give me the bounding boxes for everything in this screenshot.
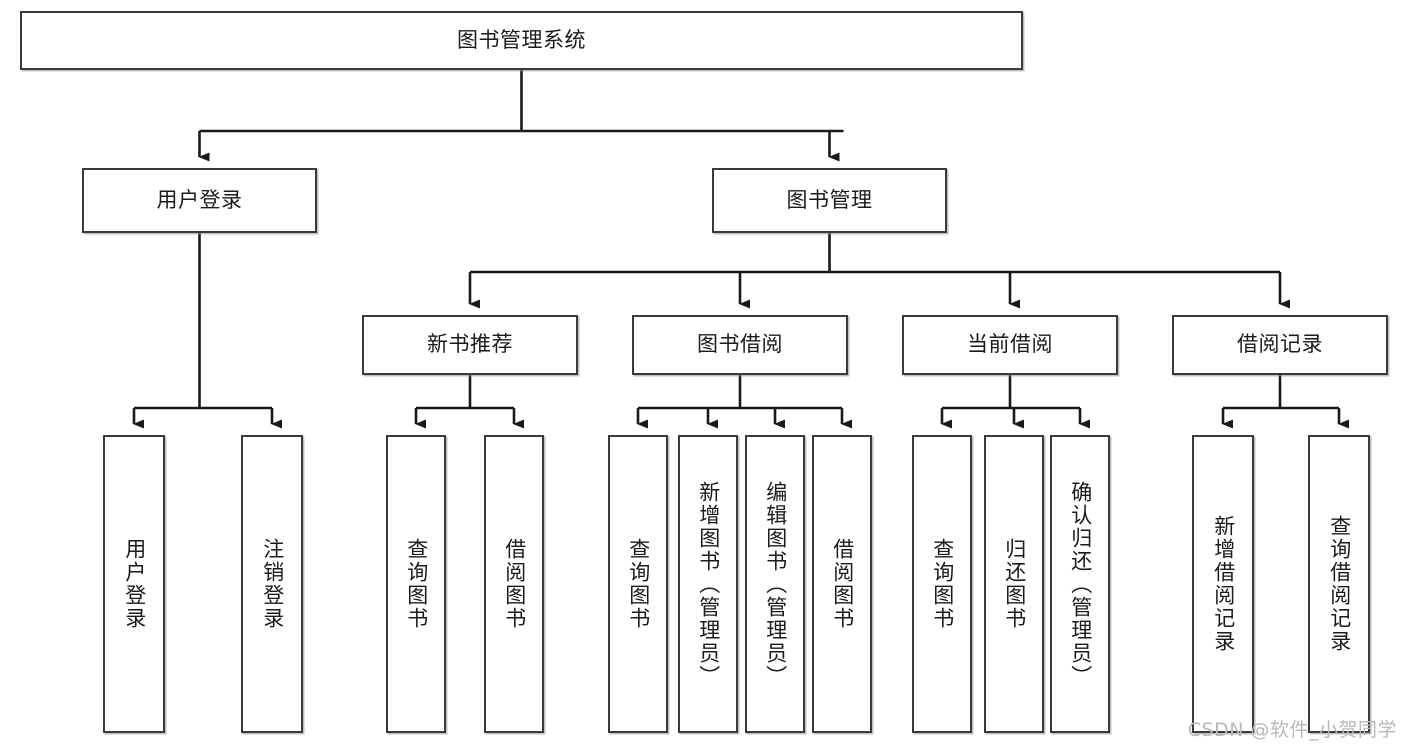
leaf-query-book-borrow[interactable]: 查询图书 xyxy=(608,435,668,733)
leaf-edit-book-admin[interactable]: 编辑图书（管理员） xyxy=(745,435,805,733)
leaf-add-book-admin-label: 新增图书（管理员） xyxy=(696,480,721,688)
node-root[interactable]: 图书管理系统 xyxy=(20,11,1023,70)
node-current-borrow-label: 当前借阅 xyxy=(967,332,1053,357)
node-book-management-label: 图书管理 xyxy=(786,187,873,212)
leaf-return-book-label: 归还图书 xyxy=(1002,538,1027,630)
node-user-login-label: 用户登录 xyxy=(156,187,243,212)
leaf-borrow-book-recommend[interactable]: 借阅图书 xyxy=(484,435,544,733)
node-borrow-records-label: 借阅记录 xyxy=(1237,332,1323,357)
leaf-add-borrow-record[interactable]: 新增借阅记录 xyxy=(1192,435,1254,733)
leaf-query-borrow-record-label: 查询借阅记录 xyxy=(1327,515,1352,653)
leaf-logout-label: 注销登录 xyxy=(260,538,285,630)
leaf-query-book-borrow-label: 查询图书 xyxy=(626,538,651,630)
node-book-borrow-label: 图书借阅 xyxy=(697,332,783,357)
node-book-management[interactable]: 图书管理 xyxy=(712,168,947,233)
node-book-borrow[interactable]: 图书借阅 xyxy=(632,315,848,375)
leaf-query-book-current[interactable]: 查询图书 xyxy=(912,435,972,733)
edges-root-to-level2 xyxy=(198,70,844,162)
node-root-label: 图书管理系统 xyxy=(457,27,586,52)
leaf-user-login-label: 用户登录 xyxy=(122,538,147,630)
leaf-add-book-admin[interactable]: 新增图书（管理员） xyxy=(678,435,738,733)
leaf-return-book[interactable]: 归还图书 xyxy=(984,435,1044,733)
leaf-logout[interactable]: 注销登录 xyxy=(241,435,303,733)
leaf-query-book-recommend[interactable]: 查询图书 xyxy=(386,435,446,733)
node-borrow-records[interactable]: 借阅记录 xyxy=(1172,315,1388,375)
edges-records-to-leaves xyxy=(1221,375,1349,429)
node-new-book-recommend-label: 新书推荐 xyxy=(427,332,513,357)
leaf-confirm-return-admin-label: 确认归还（管理员） xyxy=(1068,480,1093,688)
leaf-borrow-book-label: 借阅图书 xyxy=(830,538,855,630)
edges-login-to-leaves xyxy=(132,233,282,429)
node-current-borrow[interactable]: 当前借阅 xyxy=(902,315,1118,375)
leaf-borrow-book-recommend-label: 借阅图书 xyxy=(502,538,527,630)
watermark: CSDN @软件_小贺同学 xyxy=(1187,719,1397,741)
edges-newbook-to-leaves xyxy=(414,375,524,429)
leaf-add-borrow-record-label: 新增借阅记录 xyxy=(1211,515,1236,653)
leaf-edit-book-admin-label: 编辑图书（管理员） xyxy=(763,480,788,688)
leaf-query-book-current-label: 查询图书 xyxy=(930,538,955,630)
edges-current-to-leaves xyxy=(940,375,1090,429)
leaf-user-login[interactable]: 用户登录 xyxy=(103,435,165,733)
leaf-confirm-return-admin[interactable]: 确认归还（管理员） xyxy=(1050,435,1110,733)
edges-borrow-to-leaves xyxy=(636,375,852,429)
leaf-borrow-book[interactable]: 借阅图书 xyxy=(812,435,872,733)
edges-bookmgmt-to-level3 xyxy=(468,233,1290,309)
node-user-login[interactable]: 用户登录 xyxy=(82,168,317,233)
node-new-book-recommend[interactable]: 新书推荐 xyxy=(362,315,578,375)
leaf-query-book-recommend-label: 查询图书 xyxy=(404,538,429,630)
leaf-query-borrow-record[interactable]: 查询借阅记录 xyxy=(1308,435,1370,733)
